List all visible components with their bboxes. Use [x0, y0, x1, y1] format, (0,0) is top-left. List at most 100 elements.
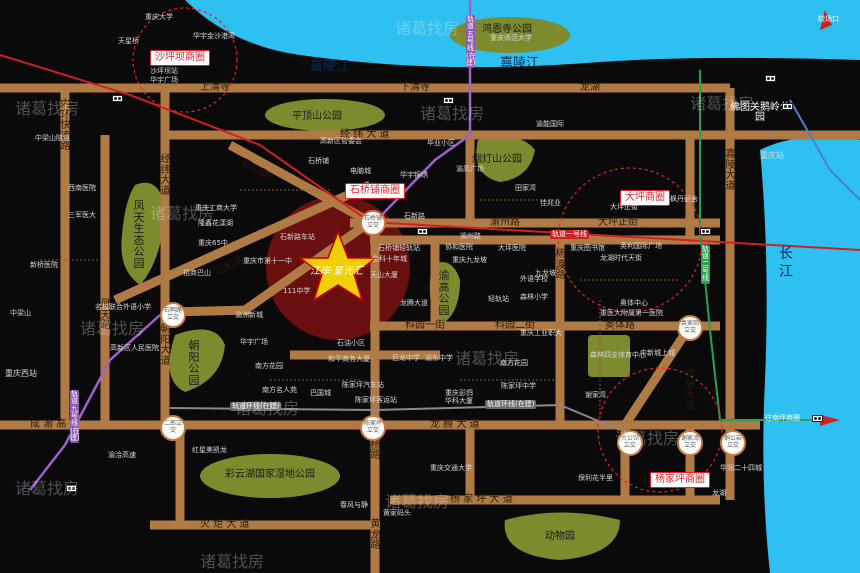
- minor-roads: [40, 189, 680, 420]
- target-jiefangbei: 较场口: [818, 15, 839, 23]
- poi-label: 奥体中心: [620, 299, 648, 307]
- stop-dagongguan[interactable]: 大公馆立交: [617, 430, 643, 456]
- poi-label: 金科十年城: [372, 255, 407, 263]
- poi-label: 石油小区: [337, 339, 365, 347]
- stop-yuanjiagang[interactable]: 袁家岗立交: [677, 315, 703, 341]
- poi-label: 重医大附属第一医院: [600, 309, 663, 317]
- road-label-jingwei-v: 经纬大道: [160, 154, 171, 197]
- poi-label: 石新路车站: [280, 233, 315, 241]
- metro-line3: [789, 99, 860, 201]
- road-label-aoti: 奥体路: [605, 320, 635, 331]
- road-label-longhu: 龙湖: [580, 82, 600, 93]
- nanping-arrow: [820, 415, 840, 426]
- poi-label: 华科大厦: [445, 397, 473, 405]
- metro-line2: [699, 70, 830, 421]
- poi-label: 重庆市第十一中: [243, 257, 292, 265]
- watermark: 诸葛找房: [150, 204, 215, 223]
- stop-shiya[interactable]: 石鸭路立交: [160, 302, 186, 328]
- park-label-caiyunhu: 彩云湖国家湿地公园: [225, 469, 315, 480]
- poi-label: 华宇广场: [150, 76, 178, 84]
- jiefangbei-flag: [820, 10, 832, 30]
- poi-label: 中梁山: [10, 309, 31, 317]
- poi-label: 重庆图书馆: [570, 244, 605, 252]
- biz-shiqiaopu[interactable]: 石桥铺商圈: [345, 183, 405, 199]
- road-label-jingwei: 经 纬 大 道: [340, 129, 390, 140]
- park-caiyunhu: [200, 454, 340, 498]
- poi-label: 轻轨站: [488, 295, 509, 303]
- stop-erlang[interactable]: 二郎立交: [160, 415, 186, 441]
- biz-yangjiaping[interactable]: 杨家坪商圈: [650, 472, 710, 488]
- metro-line9: [29, 314, 161, 491]
- watermark: 诸葛找房: [200, 552, 265, 571]
- river-label-jialing-2: 嘉陵江: [500, 56, 540, 71]
- biz-shapingba[interactable]: 沙坪坝商圈: [150, 50, 210, 66]
- target-chongqing-west: 重庆西站: [5, 369, 37, 378]
- rail-station-4: [782, 103, 793, 110]
- ring-shapingba: [132, 7, 238, 113]
- park-label-pingdingshan: 平顶山公园: [292, 111, 342, 122]
- changjiang-river: [760, 136, 860, 573]
- watermark: 诸葛找房: [615, 429, 680, 448]
- poi-label: 田家湾: [515, 184, 536, 192]
- poi-label: 华润二十四城: [720, 464, 762, 472]
- park-yandengshan: [476, 136, 535, 182]
- watermark: 诸葛找房: [15, 99, 80, 118]
- poi-label: 陈家坪中学: [501, 382, 536, 390]
- poi-label: 毕业小区: [427, 139, 455, 147]
- poi-label: 森林四支体育中心: [590, 351, 646, 359]
- road-label-yuzhou: 渝州路: [490, 217, 520, 228]
- stop-chenjiaping[interactable]: 陈家坪立交: [360, 415, 386, 441]
- poi-label: 名校联合外语小学: [95, 303, 151, 311]
- park-label-fengtiansheng: 凤天生态公园: [133, 199, 145, 270]
- stop-xiejiawan[interactable]: 谢家湾立交: [677, 430, 703, 456]
- poi-label: 龙腾大道: [400, 299, 428, 307]
- target-chongqing-station: 重庆站: [760, 151, 784, 160]
- project-star: [297, 229, 379, 302]
- poi-label: 九龙坡: [535, 269, 556, 277]
- road-label-xiaqing: 下清寺: [400, 82, 430, 93]
- watermark: 诸葛找房: [455, 349, 520, 368]
- poi-label: 隆鑫花漾湖: [198, 219, 233, 227]
- poi-label: 中新城上城: [640, 349, 675, 357]
- park-chaoyang: [169, 329, 225, 392]
- metro-label-ring-2: 轨道环线(在建): [485, 400, 537, 410]
- metro-line1: [0, 54, 860, 251]
- poi-label: 石桥铺轻轨站: [378, 244, 420, 252]
- poi-label: 天星桥: [118, 37, 139, 45]
- road-label-dapingzheng: 大坪正街: [598, 217, 638, 228]
- poi-label: 龙湖时代天街: [600, 254, 642, 262]
- road-label-longteng: 龙 腾 大 道: [430, 419, 480, 430]
- rail-station-3: [765, 75, 776, 82]
- road-label-neihuan: 内环快速路: [60, 99, 71, 152]
- poi-label: 重庆交通大学: [430, 464, 472, 472]
- park-label-zoo: 动物园: [545, 531, 575, 542]
- road-label-kejiyi: 科园一街: [405, 320, 445, 331]
- road-label-yangjiaping: 杨 家 坪 大 道: [450, 494, 513, 505]
- road-label-chaoyang: 朝阳大道: [160, 324, 171, 367]
- poi-label: 华宇金沙港湾: [193, 32, 235, 40]
- poi-label: 巴国城: [310, 389, 331, 397]
- watermark: 诸葛找房: [690, 94, 755, 113]
- biz-daping[interactable]: 大坪商圈: [620, 190, 670, 206]
- poi-label: 重庆工业职大: [520, 329, 562, 337]
- rail-station-5: [66, 485, 77, 492]
- metro-label-line2: 轨道二号线: [701, 245, 710, 284]
- river-bend: [730, 0, 860, 45]
- watermark: 诸葛找房: [80, 319, 145, 338]
- poi-label: 渝高广场: [456, 165, 484, 173]
- poi-label: 陈家坪汽车站: [342, 381, 384, 389]
- poi-label: 电脑城: [350, 167, 371, 175]
- poi-label: 南方花园: [500, 359, 528, 367]
- poi-label: 枫丹丽舍: [670, 195, 698, 203]
- rail-station-6: [417, 228, 428, 235]
- poi-label: 西南医院: [68, 184, 96, 192]
- watermark: 诸葛找房: [395, 19, 460, 38]
- road-label-shangqing: 上清寺: [200, 82, 230, 93]
- project-title: 江岸·星光汇: [310, 266, 364, 277]
- stop-shiqiaopu[interactable]: 石桥铺立交: [360, 210, 386, 236]
- stop-egongyan[interactable]: 鹅公岩立交: [720, 430, 746, 456]
- poi-label: 巨龙中学: [392, 354, 420, 362]
- road-label-jialing: 嘉陵大道: [725, 149, 736, 192]
- poi-label: 森林小学: [520, 293, 548, 301]
